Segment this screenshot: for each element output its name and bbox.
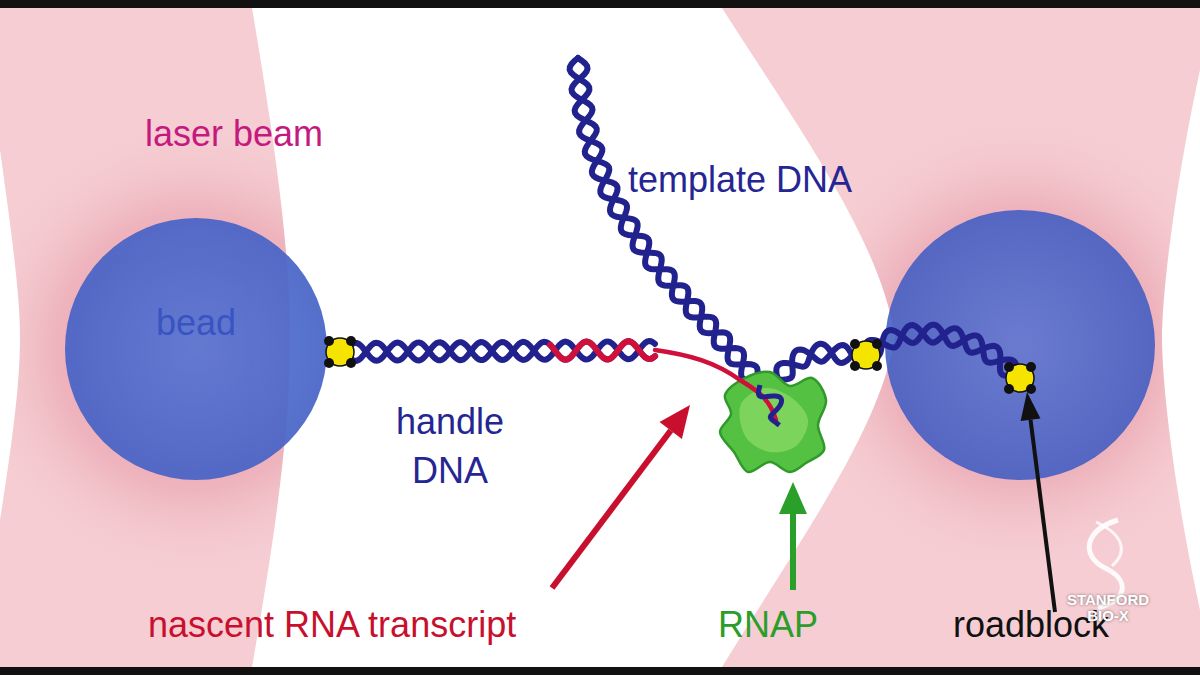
dna-strand xyxy=(865,325,1016,381)
beam-gap xyxy=(0,150,20,520)
bead-label: bead xyxy=(156,302,236,344)
part-label: roadblock xyxy=(953,603,1109,646)
rnap-enzyme xyxy=(720,372,826,472)
bead-circle: bead xyxy=(65,218,327,480)
attachment-dot xyxy=(1026,362,1036,372)
frame-bar xyxy=(0,0,1200,8)
dna-strand xyxy=(570,58,783,400)
attachment-dot xyxy=(324,336,334,346)
arrow-head xyxy=(1021,392,1041,421)
dna-strand xyxy=(758,385,781,425)
part-label: template DNA xyxy=(628,158,852,201)
beam-label: laser beam xyxy=(145,112,323,155)
biotin-attachment xyxy=(1004,362,1036,394)
attachment-dot xyxy=(1004,362,1014,372)
part-label: nascent RNA transcript xyxy=(148,603,516,646)
leader-line xyxy=(1031,420,1055,612)
biotin-attachment xyxy=(324,336,356,368)
dna-strand xyxy=(345,341,655,361)
watermark: STANFORD BIO-X xyxy=(1058,592,1158,624)
beam-gap xyxy=(252,8,895,667)
rna-dna-hybrid xyxy=(550,341,655,359)
dna-strand xyxy=(345,341,655,361)
attachment-dot xyxy=(324,358,334,368)
logo-strand xyxy=(1096,522,1121,566)
leader-line xyxy=(552,431,671,588)
arrow-head xyxy=(779,482,807,514)
dna-strand xyxy=(572,58,771,410)
leader-arrows xyxy=(552,392,1055,612)
part-label: handle DNA xyxy=(385,398,515,495)
leader-line xyxy=(790,514,796,590)
attachment-dot xyxy=(850,361,860,371)
part-label: RNAP xyxy=(718,603,818,646)
attachment-dot xyxy=(850,339,860,349)
frame-bar xyxy=(0,667,1200,675)
right-bead xyxy=(885,210,1155,480)
attachment-dot xyxy=(1004,384,1014,394)
arrow-head xyxy=(660,405,690,439)
dna-helices xyxy=(345,58,1020,410)
beam-gap xyxy=(1162,70,1200,610)
attachment-dot xyxy=(1026,384,1036,394)
attachment-dot xyxy=(872,339,882,349)
biotin-attachment xyxy=(850,339,882,371)
attachment-dot xyxy=(346,336,356,346)
attachment-dot xyxy=(346,358,356,368)
attachment-dot xyxy=(872,361,882,371)
